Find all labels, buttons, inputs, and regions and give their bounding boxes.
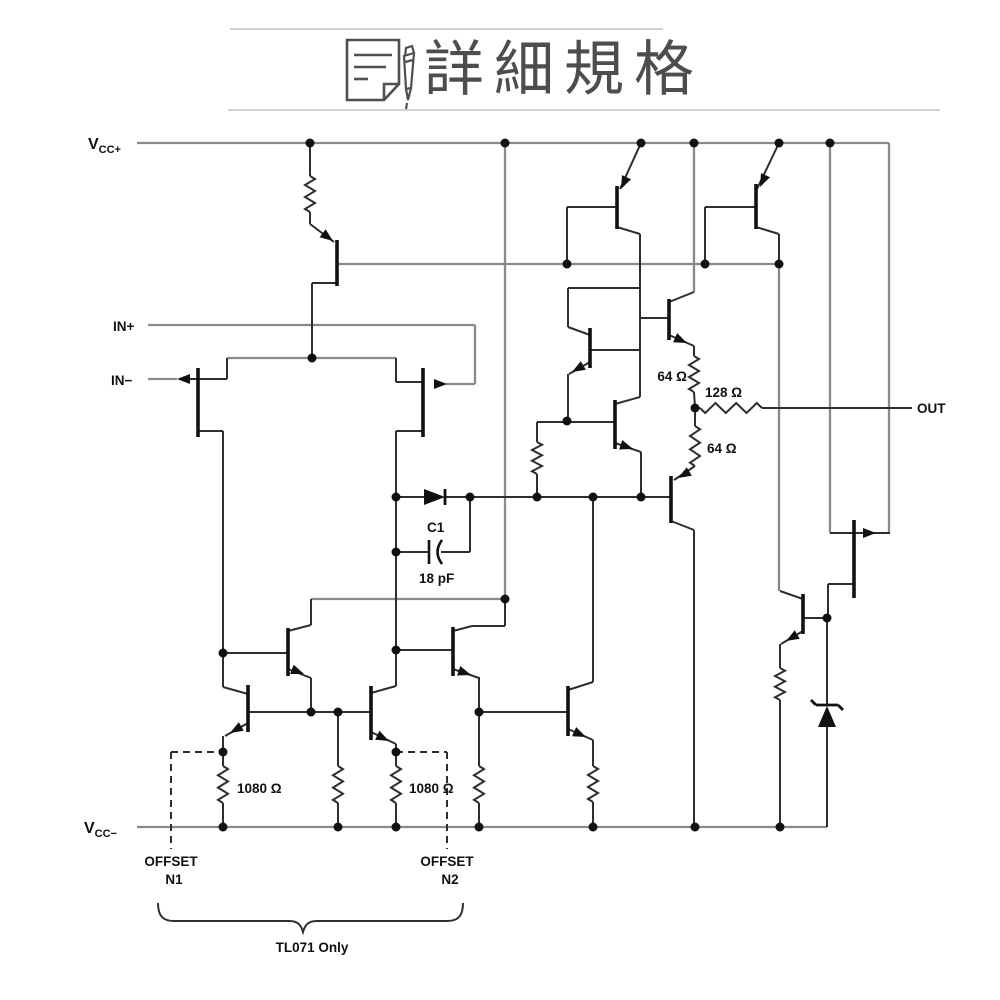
diode-icon	[424, 489, 447, 505]
junction-dot	[562, 259, 572, 269]
arrow-icon	[572, 361, 586, 372]
junction-dot	[774, 259, 784, 269]
wire	[567, 681, 594, 691]
arrow-icon	[673, 333, 687, 343]
junction-dot	[391, 645, 401, 655]
junction-dot	[307, 353, 317, 363]
resistor-icon	[586, 765, 600, 803]
arrow-icon	[863, 528, 876, 538]
resistor-icon	[331, 765, 345, 804]
zener-diode-icon	[810, 699, 844, 727]
label-r1080-right: 1080 Ω	[409, 781, 454, 796]
label-18pf: 18 pF	[419, 571, 454, 586]
resistor-icon	[389, 765, 403, 804]
arrow-icon	[760, 173, 770, 187]
junction-dot	[690, 822, 700, 832]
wire	[567, 326, 591, 336]
resistor-icon	[529, 441, 545, 475]
label-c1: C1	[427, 520, 445, 535]
junction-dot	[218, 648, 228, 658]
wire	[614, 396, 641, 405]
junction-dot	[588, 492, 598, 502]
wire	[670, 520, 695, 531]
junction-dot	[500, 138, 510, 148]
arrow-icon	[290, 664, 304, 674]
wire	[287, 624, 312, 632]
wire	[370, 685, 397, 694]
label-tl071-only: TL071 Only	[276, 940, 349, 955]
pin-vcc-minus: VCC−	[84, 820, 117, 840]
resistor-icon	[772, 667, 788, 701]
junction-dot	[218, 747, 228, 757]
arrow-icon	[572, 727, 586, 737]
resistor-icon	[687, 355, 701, 393]
junction-dot	[306, 707, 316, 717]
junction-dot	[636, 138, 646, 148]
junction-dot	[500, 594, 510, 604]
junction-dot	[391, 547, 401, 557]
capacitor-c1	[427, 539, 444, 565]
junction-dot	[474, 707, 484, 717]
arrow-icon	[230, 722, 244, 733]
wire	[616, 226, 641, 235]
junction-dot	[391, 492, 401, 502]
junction-dot	[588, 822, 598, 832]
junction-dot	[532, 492, 542, 502]
wire	[668, 291, 695, 303]
wire	[779, 590, 804, 600]
label-r128: 128 Ω	[705, 385, 742, 400]
arrow-icon	[457, 666, 471, 676]
document-icon	[345, 38, 401, 102]
junction-dot	[465, 492, 475, 502]
label-offset1: OFFSET	[144, 854, 198, 869]
pin-in-minus: IN−	[111, 373, 133, 388]
label-r64-lower: 64 Ω	[707, 441, 737, 456]
label-r1080-left: 1080 Ω	[237, 781, 282, 796]
label-offset2-n2: N2	[441, 872, 458, 887]
resistor-icon	[472, 765, 486, 804]
junction-dot	[775, 822, 785, 832]
resistor-icon	[688, 425, 702, 467]
junction-dot	[333, 822, 343, 832]
junction-dot	[391, 822, 401, 832]
arrow-icon	[786, 630, 800, 641]
resistor-icon	[216, 765, 230, 804]
pin-out: OUT	[917, 401, 946, 416]
pin-vcc-plus: VCC+	[88, 136, 121, 156]
junction-dot	[562, 416, 572, 426]
label-offset2: OFFSET	[420, 854, 474, 869]
tl071-brace	[157, 902, 464, 936]
page-title: 詳細規格	[424, 36, 704, 103]
wire	[755, 226, 780, 235]
junction-dot	[689, 138, 699, 148]
arrow-icon	[434, 379, 447, 389]
label-offset1-n1: N1	[165, 872, 183, 887]
wire	[222, 686, 249, 695]
junction-dot	[333, 707, 343, 717]
pin-in-plus: IN+	[113, 319, 135, 334]
wire	[756, 142, 780, 190]
junction-dot	[690, 403, 700, 413]
arrow-icon	[177, 374, 190, 384]
arrow-icon	[319, 229, 333, 241]
junction-dot	[822, 613, 832, 623]
arrow-icon	[678, 467, 692, 478]
junction-dot	[825, 138, 835, 148]
junction-dot	[474, 822, 484, 832]
junction-dot	[391, 747, 401, 757]
junction-dot	[774, 138, 784, 148]
pen-icon	[402, 44, 416, 110]
junction-dot	[636, 492, 646, 502]
resistor-icon	[303, 175, 317, 213]
arrow-icon	[619, 440, 633, 450]
wire	[452, 625, 473, 632]
junction-dot	[305, 138, 315, 148]
resistor-icon	[699, 401, 763, 415]
arrow-icon	[621, 175, 631, 189]
junction-dot	[700, 259, 710, 269]
junction-dot	[218, 822, 228, 832]
arrow-icon	[375, 730, 389, 741]
label-r64-upper: 64 Ω	[657, 369, 687, 384]
